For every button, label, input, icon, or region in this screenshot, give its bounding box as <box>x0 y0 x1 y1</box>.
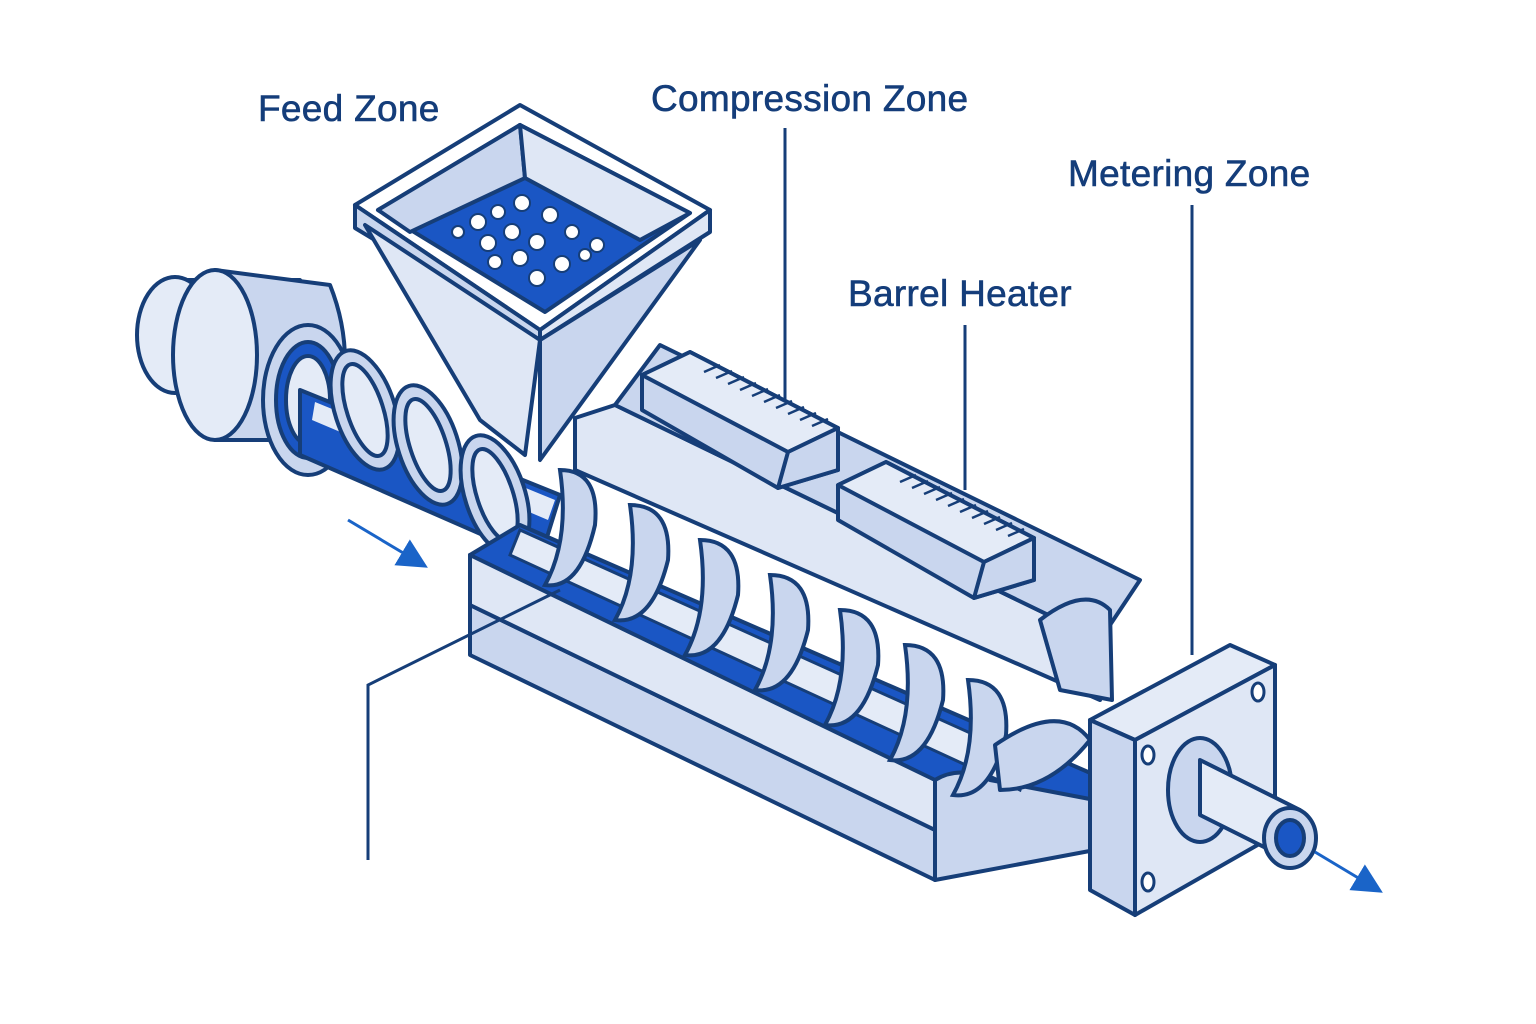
barrel-heater-2 <box>836 460 1036 600</box>
barrel-heater-label: Barrel Heater <box>848 273 1072 315</box>
screw-shaft-feed <box>298 348 562 562</box>
compression-zone-label: Compression Zone <box>651 78 969 120</box>
arrow-icon <box>347 518 428 568</box>
feed-zone-label: Feed Zone <box>258 88 440 130</box>
leader-unlabeled <box>366 588 561 860</box>
barrel-heater-1 <box>640 350 840 490</box>
hopper <box>353 103 712 462</box>
extruder-screw <box>508 467 1092 798</box>
plastic-pellets <box>451 194 605 287</box>
arrow-icon <box>1314 850 1383 893</box>
metering-zone-label: Metering Zone <box>1068 153 1311 195</box>
leader-lines <box>366 128 1194 860</box>
die-flange <box>1088 643 1318 917</box>
